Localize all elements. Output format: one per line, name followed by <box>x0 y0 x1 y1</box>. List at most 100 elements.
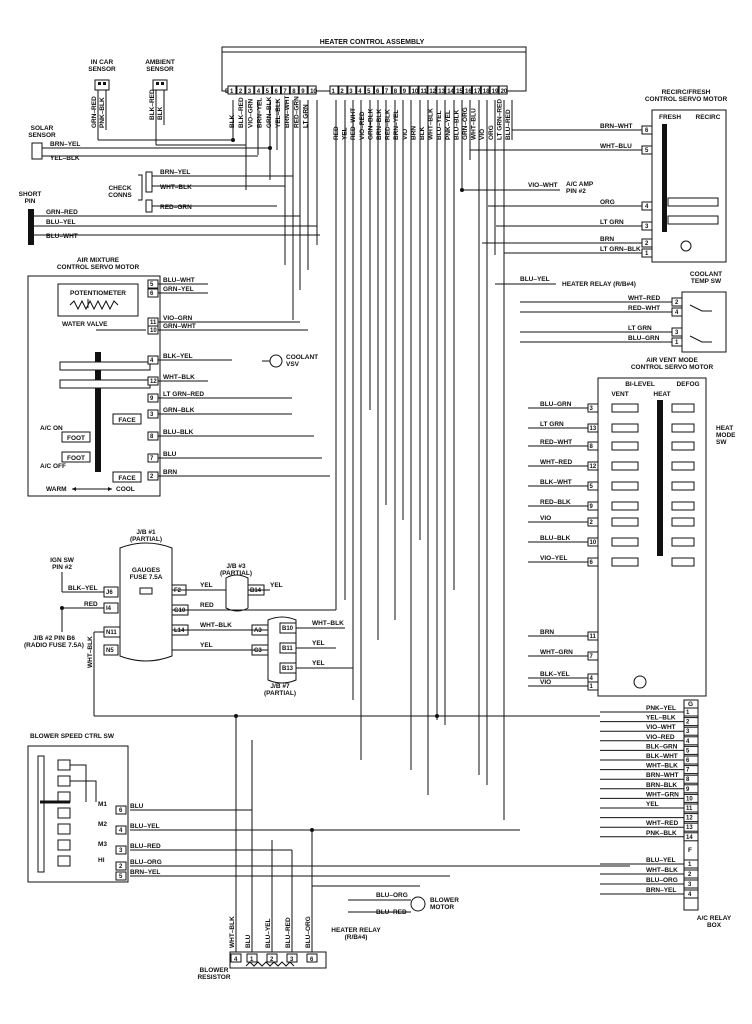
air-vent-pin-number: 7 <box>590 654 594 660</box>
blower-switch-terminal-label: M1 <box>98 801 107 808</box>
air-vent-wire-label: VIO <box>540 679 551 686</box>
bus-wires <box>94 714 630 952</box>
connector-d-pin-number: 2 <box>340 89 344 95</box>
connector-d-pin-number: 12 <box>429 89 436 95</box>
connector-d-pin-number: 18 <box>483 89 490 95</box>
blower-switch-wire-label: BRN–YEL <box>130 869 160 876</box>
blower-speed-control-switch: BLOWER SPEED CTRL SW 6BLU4BLU–YEL3BLU–RE… <box>27 733 162 883</box>
jb1-pin-label: G10 <box>174 608 186 614</box>
resistor-pin <box>306 953 318 963</box>
ac-relay-g-wire-label: YEL–BLK <box>646 715 676 722</box>
air-vent-wire-label: VIO–YEL <box>540 555 567 562</box>
svg-text:FOOT: FOOT <box>67 435 85 442</box>
connector-e-pin-number: 4 <box>257 89 261 95</box>
ac-relay-g-wire-label: VIO–RED <box>646 734 675 741</box>
resistor-wire-label: BLU–ORG <box>305 916 312 948</box>
connector-e-pin-number: 9 <box>301 89 305 95</box>
air-vent-wire-label: BLU–BLK <box>540 535 571 542</box>
blower-switch-terminal-label: M2 <box>98 821 107 828</box>
air-vent-wire-label: BLK–YEL <box>540 671 570 678</box>
air-mix-wire-label: BLU–BLK <box>163 429 194 436</box>
air-mix-wire-label: WHT–BLK <box>163 374 195 381</box>
svg-text:WHT–BLK: WHT–BLK <box>87 636 94 668</box>
connector-d-wire-label: BRN–YEL <box>393 110 400 140</box>
blower-switch-connector-pin <box>115 805 127 815</box>
connector-d-wire-label: VIO <box>402 129 409 140</box>
svg-text:PNK–BLK: PNK–BLK <box>99 97 106 128</box>
assembly-wires <box>232 100 513 820</box>
connector-d-pin <box>382 85 392 95</box>
connector-d-wire-label: BRN <box>410 126 417 140</box>
recirc-pin-number: 6 <box>645 128 649 134</box>
connector-d-wire-label: RED–BLK <box>385 109 392 140</box>
svg-text:RED–GRN: RED–GRN <box>160 204 192 211</box>
svg-text:YEL: YEL <box>200 642 213 649</box>
blower-switch-wire-label: BLU–YEL <box>130 823 160 830</box>
ac-relay-f-pin-number: 3 <box>688 882 692 888</box>
air-vent-pin-number: 3 <box>590 406 594 412</box>
blower-switch-connector-pin <box>115 845 127 855</box>
connector-d-pin <box>489 85 499 95</box>
svg-text:VENT: VENT <box>611 391 628 398</box>
recirc-wire-label: ORG <box>600 199 615 206</box>
connector-d-pin <box>400 85 410 95</box>
connector-d-pin <box>445 85 455 95</box>
svg-text:BLU–YEL: BLU–YEL <box>46 219 76 226</box>
jb1-pin-label: I4 <box>106 606 112 612</box>
ac-relay-g-wire-label: BRN–WHT <box>646 772 679 779</box>
connector-e-pin-number: 5 <box>266 89 270 95</box>
recirc-pin-number: 4 <box>645 204 649 210</box>
ac-relay-g-pin-number: 7 <box>686 768 690 774</box>
blower-switch-connector-pin <box>115 861 127 871</box>
connector-e-pin <box>245 85 255 95</box>
air-vent-pin-number: 12 <box>590 464 597 470</box>
air-mix-pin-number: 6 <box>150 291 154 297</box>
ac-relay-f-wire-label: BLU–ORG <box>646 877 678 884</box>
heater-relay-top: BLU–YEL HEATER RELAY (R/B#4) <box>495 276 636 288</box>
air-vent-pin-number: 6 <box>590 560 594 566</box>
ac-relay-f-wire-label: BLU–YEL <box>646 857 676 864</box>
connector-d-wire-label: LT GRN–RED <box>496 99 503 140</box>
connector-e-pin-number: 6 <box>275 89 279 95</box>
air-vent-wire-label: BLK–WHT <box>540 479 572 486</box>
jb1-pin <box>103 626 121 638</box>
blower-switch-wire-label: BLU–RED <box>130 843 161 850</box>
air-vent-pin-number: 11 <box>590 634 597 640</box>
svg-text:BLK: BLK <box>157 106 164 120</box>
air-mix-pin-number: 5 <box>150 282 154 288</box>
connector-d-pin <box>347 85 357 95</box>
air-vent-wire-label: WHT–RED <box>540 459 572 466</box>
connector-d-wire-label: WHT–BLK <box>428 108 435 140</box>
svg-text:BRN–YEL: BRN–YEL <box>50 141 80 148</box>
resistor-pin <box>266 953 278 963</box>
connector-e-pin <box>254 85 264 95</box>
ac-relay-g-pin-number: 9 <box>686 787 690 793</box>
connector-e-wire-label: GRN–BLK <box>266 96 273 128</box>
connector-e-pin-number: 7 <box>283 89 287 95</box>
svg-text:WHT–BLK: WHT–BLK <box>200 622 232 629</box>
jb1-pin-label: F2 <box>174 588 182 594</box>
air-mix-wire-label: BRN <box>163 469 177 476</box>
air-vent-pin-number: 13 <box>590 426 597 432</box>
connector-d-wire-label: VIO–RED <box>359 111 366 140</box>
ac-relay-f-wire-label: BRN–YEL <box>646 887 676 894</box>
air-vent-pin-number: 4 <box>590 676 594 682</box>
svg-text:WHT–BLK: WHT–BLK <box>160 184 192 191</box>
resistor-pin-number: 4 <box>234 957 238 963</box>
resistor-pin-number: 2 <box>270 957 274 963</box>
svg-text:BI-LEVEL: BI-LEVEL <box>625 381 655 388</box>
svg-text:FACE: FACE <box>118 417 136 424</box>
jb7-pin-label: A3 <box>254 628 262 634</box>
svg-text:J/B #3(PARTIAL): J/B #3(PARTIAL) <box>220 563 252 577</box>
air-vent-pin-number: 10 <box>590 540 597 546</box>
